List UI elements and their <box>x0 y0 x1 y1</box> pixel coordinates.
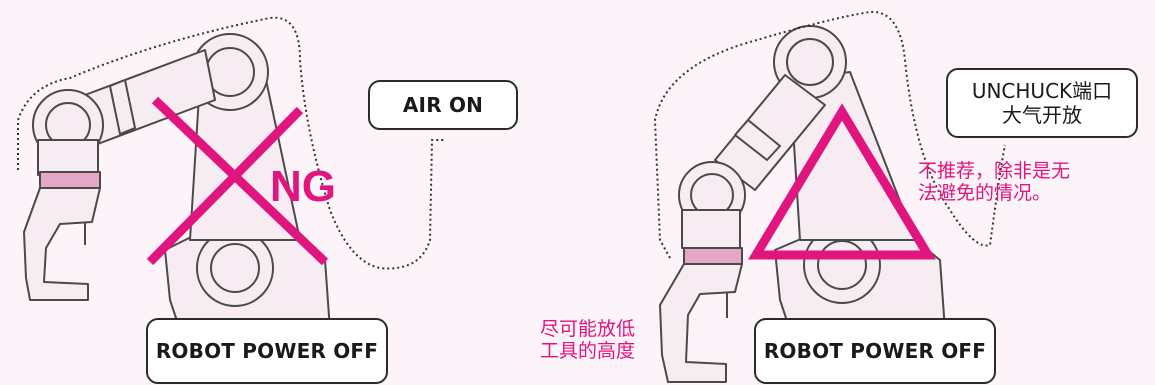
lower-tool-note-line2: 工具的高度 <box>540 340 636 362</box>
warning-note-line1: 不推荐，除非是无 <box>918 160 1071 182</box>
left-power-off-box: ROBOT POWER OFF <box>146 318 388 384</box>
air-on-label-box: AIR ON <box>368 80 518 130</box>
warning-note-line2: 法避免的情况。 <box>918 182 1052 204</box>
right-robot-tool <box>659 263 743 383</box>
ng-label: NG <box>270 162 336 211</box>
caution-triangle <box>748 103 936 260</box>
unchuck-label-line2: 大气开放 <box>1002 103 1082 127</box>
left-robot-base-ring <box>196 229 274 307</box>
lower-tool-note-line1: 尽可能放低 <box>540 318 636 340</box>
left-robot-flange <box>39 171 101 189</box>
lower-tool-note: 尽可能放低 工具的高度 <box>540 318 650 362</box>
right-power-off-box: ROBOT POWER OFF <box>754 318 996 384</box>
ng-cross-mark <box>146 96 329 266</box>
left-power-off-label: ROBOT POWER OFF <box>155 339 379 363</box>
warning-note: 不推荐，除非是无 法避免的情况。 <box>918 160 1148 204</box>
right-air-hose <box>653 10 1006 259</box>
unchuck-label-line1: UNCHUCK端口 <box>971 79 1113 103</box>
air-on-label: AIR ON <box>402 93 484 117</box>
left-robot-upper-arm <box>84 49 216 146</box>
left-robot-tool <box>23 187 101 301</box>
right-robot-flange <box>683 247 743 265</box>
unchuck-label-box: UNCHUCK端口 大气开放 <box>946 68 1138 138</box>
left-robot <box>23 33 331 331</box>
right-power-off-label: ROBOT POWER OFF <box>763 339 987 363</box>
